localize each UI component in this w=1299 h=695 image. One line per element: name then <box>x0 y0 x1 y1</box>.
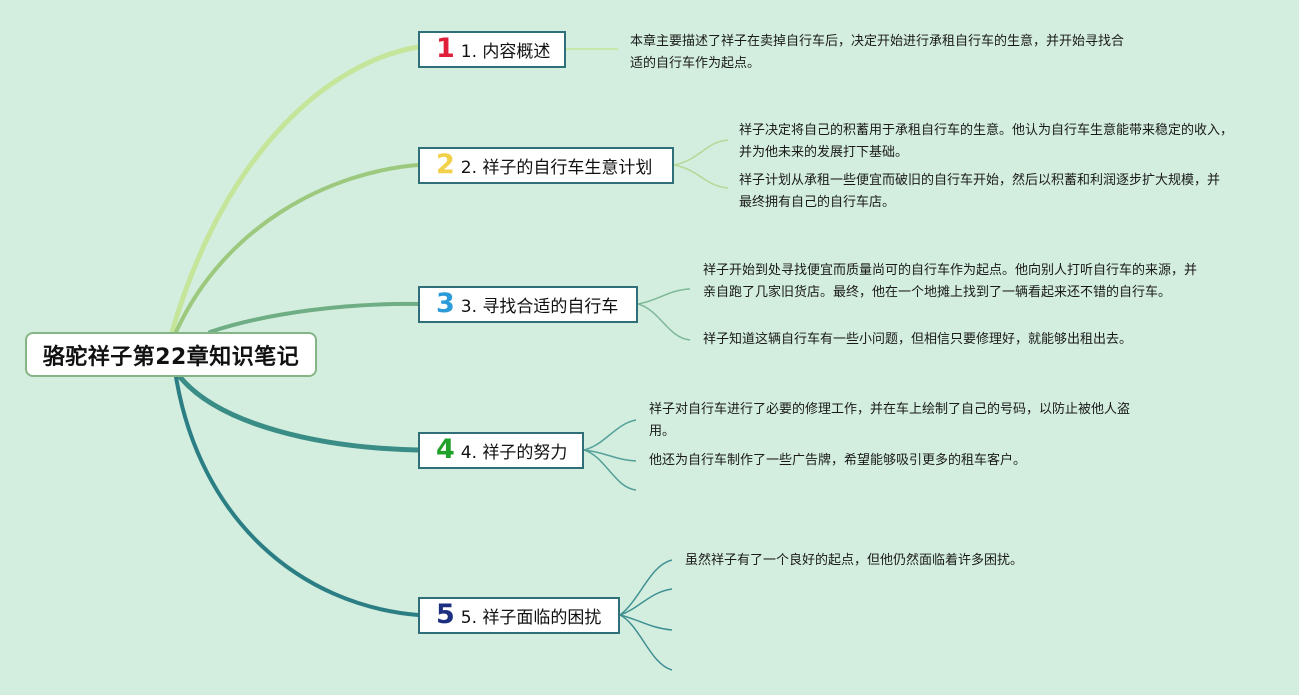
central-topic[interactable]: 骆驼祥子第22章知识笔记 <box>25 332 317 377</box>
topic-5-node[interactable]: 5 5. 祥子面临的困扰 <box>418 597 620 634</box>
number-2-icon: 2 <box>436 149 455 180</box>
branch-line-3 <box>208 301 420 334</box>
note-line-5a <box>619 559 673 616</box>
topic-3-label: 3. 寻找合适的自行车 <box>460 297 619 317</box>
topic-4-node[interactable]: 4 4. 祥子的努力 <box>418 432 584 469</box>
note-line-5d <box>619 614 673 671</box>
note-line-5c <box>619 614 673 631</box>
topic-4-note-1: 祥子对自行车进行了必要的修理工作，并在车上绘制了自己的号码，以防止被他人盗用。 <box>649 402 1131 439</box>
topic-5-label: 5. 祥子面临的困扰 <box>460 608 602 628</box>
topic-5-note-1: 虽然祥子有了一个良好的起点，但他仍然面临着许多困扰。 <box>685 553 1024 568</box>
topic-4-note-2: 他还为自行车制作了一些广告牌，希望能够吸引更多的租车客户。 <box>649 453 1027 468</box>
number-3-icon: 3 <box>436 288 455 319</box>
number-5-icon: 5 <box>436 599 455 630</box>
branch-line-1 <box>169 44 421 335</box>
note-line-5b <box>619 588 673 616</box>
topic-3-note-2: 祥子知道这辆自行车有一些小问题，但相信只要修理好，就能够出租出去。 <box>703 332 1133 347</box>
note-line-4c <box>583 449 637 491</box>
topic-1-label: 1. 内容概述 <box>460 42 551 62</box>
topic-3-node[interactable]: 3 3. 寻找合适的自行车 <box>418 286 638 323</box>
branch-line-4 <box>177 374 421 453</box>
topic-1-note: 本章主要描述了祥子在卖掉自行车后，决定开始进行承租自行车的生意，并开始寻找合适的… <box>630 34 1125 71</box>
topic-2-note-1: 祥子决定将自己的积蓄用于承租自行车的生意。他认为自行车生意能带来稳定的收入，并为… <box>739 123 1234 160</box>
number-4-icon: 4 <box>436 434 455 465</box>
note-line-2a <box>673 139 729 166</box>
branch-line-2 <box>174 163 420 334</box>
topic-1-node[interactable]: 1 1. 内容概述 <box>418 31 566 68</box>
topic-4-label: 4. 祥子的努力 <box>460 443 568 463</box>
note-line-3a <box>637 288 691 305</box>
number-1-icon: 1 <box>436 33 455 64</box>
note-line-3b <box>637 303 691 341</box>
note-line-4a <box>583 419 637 451</box>
topic-2-note-2: 祥子计划从承租一些便宜而破旧的自行车开始，然后以积蓄和利润逐步扩大规模，并最终拥… <box>739 173 1221 210</box>
note-line-4b <box>583 449 637 462</box>
topic-2-label: 2. 祥子的自行车生意计划 <box>460 158 653 178</box>
note-line-2b <box>673 164 729 189</box>
topic-3-note-1: 祥子开始到处寻找便宜而质量尚可的自行车作为起点。他向别人打听自行车的来源，并亲自… <box>703 263 1198 300</box>
topic-2-node[interactable]: 2 2. 祥子的自行车生意计划 <box>418 147 674 184</box>
branch-line-5 <box>174 375 420 617</box>
central-topic-title: 骆驼祥子第22章知识笔记 <box>42 344 300 370</box>
